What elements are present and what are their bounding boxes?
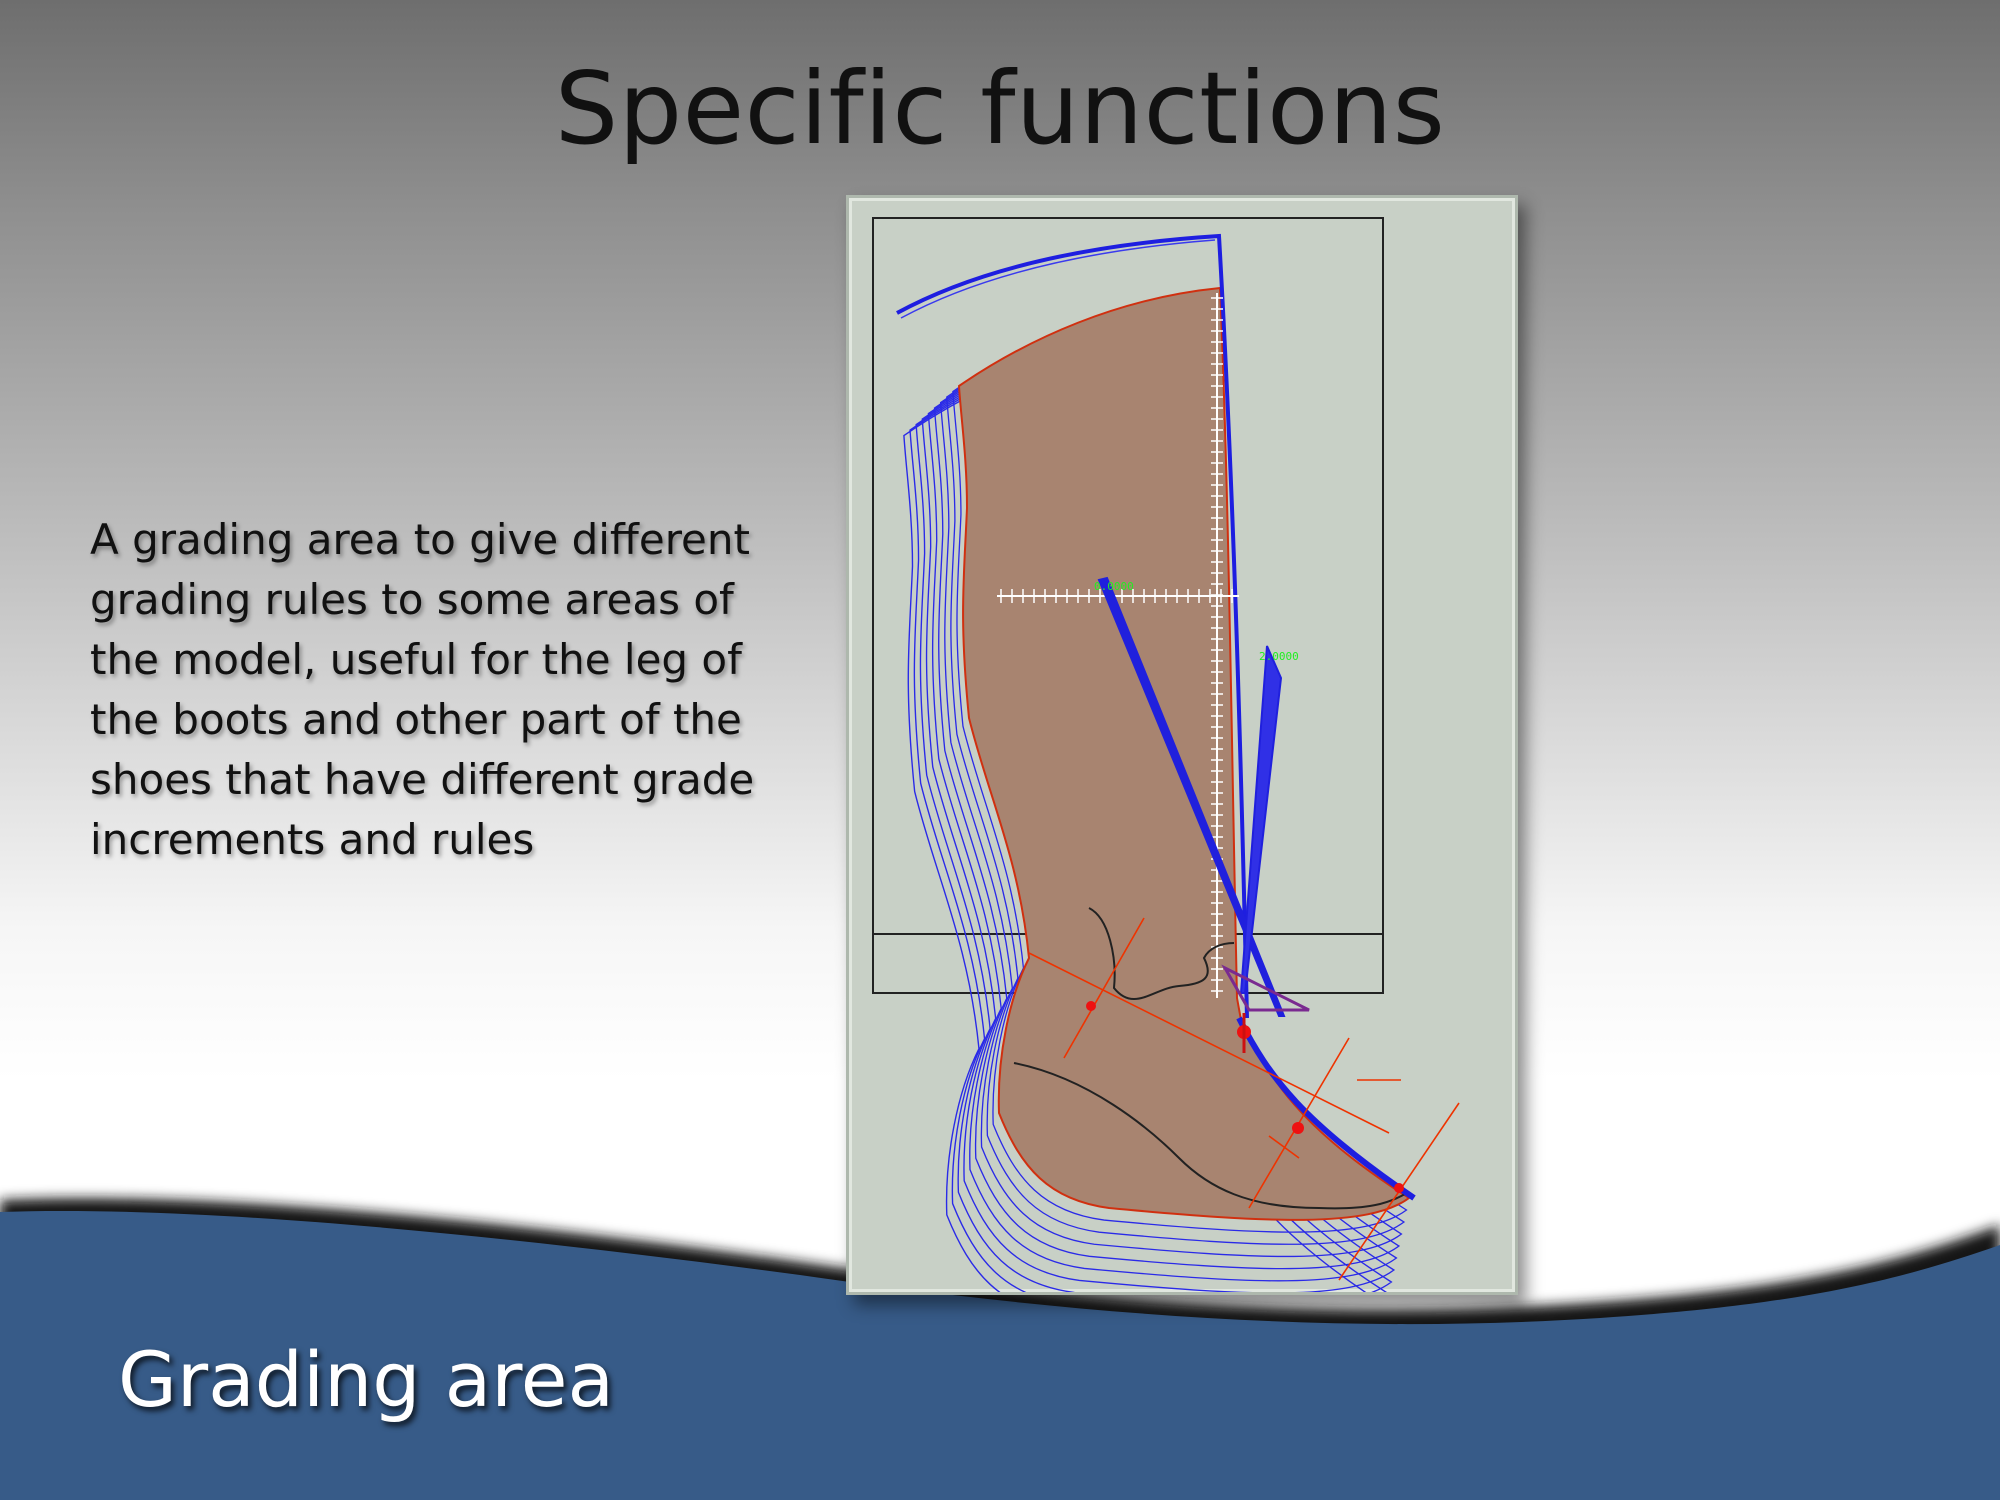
purple-triangle (1221, 964, 1310, 1012)
instep-line (1088, 907, 1235, 1000)
axis-ticks (1000, 297, 1233, 992)
leg-top-outline (896, 233, 1249, 1019)
sole-line (1013, 1062, 1406, 1210)
grade-label-2: 2.0000 (1259, 650, 1299, 663)
wave-shadow (0, 1198, 2000, 1341)
slide-title: Specific functions (554, 50, 1446, 167)
boot-grading-diagram: 0.0000 2.0000 (872, 217, 1460, 1292)
grade-label-1: 0.0000 (1094, 580, 1134, 593)
footer-band (0, 1210, 2000, 1500)
boot-pattern-fill (957, 286, 1411, 1221)
grading-wedge-3 (1236, 1016, 1416, 1201)
grading-wedge-1 (1097, 576, 1286, 1017)
boot-pattern-figure: 0.0000 2.0000 (846, 195, 1518, 1295)
description-text: A grading area to give different grading… (90, 515, 755, 864)
grading-wedge-2 (1239, 645, 1283, 994)
leg-top-outline-2 (900, 239, 1216, 319)
footer-title: Grading area (118, 1335, 615, 1424)
